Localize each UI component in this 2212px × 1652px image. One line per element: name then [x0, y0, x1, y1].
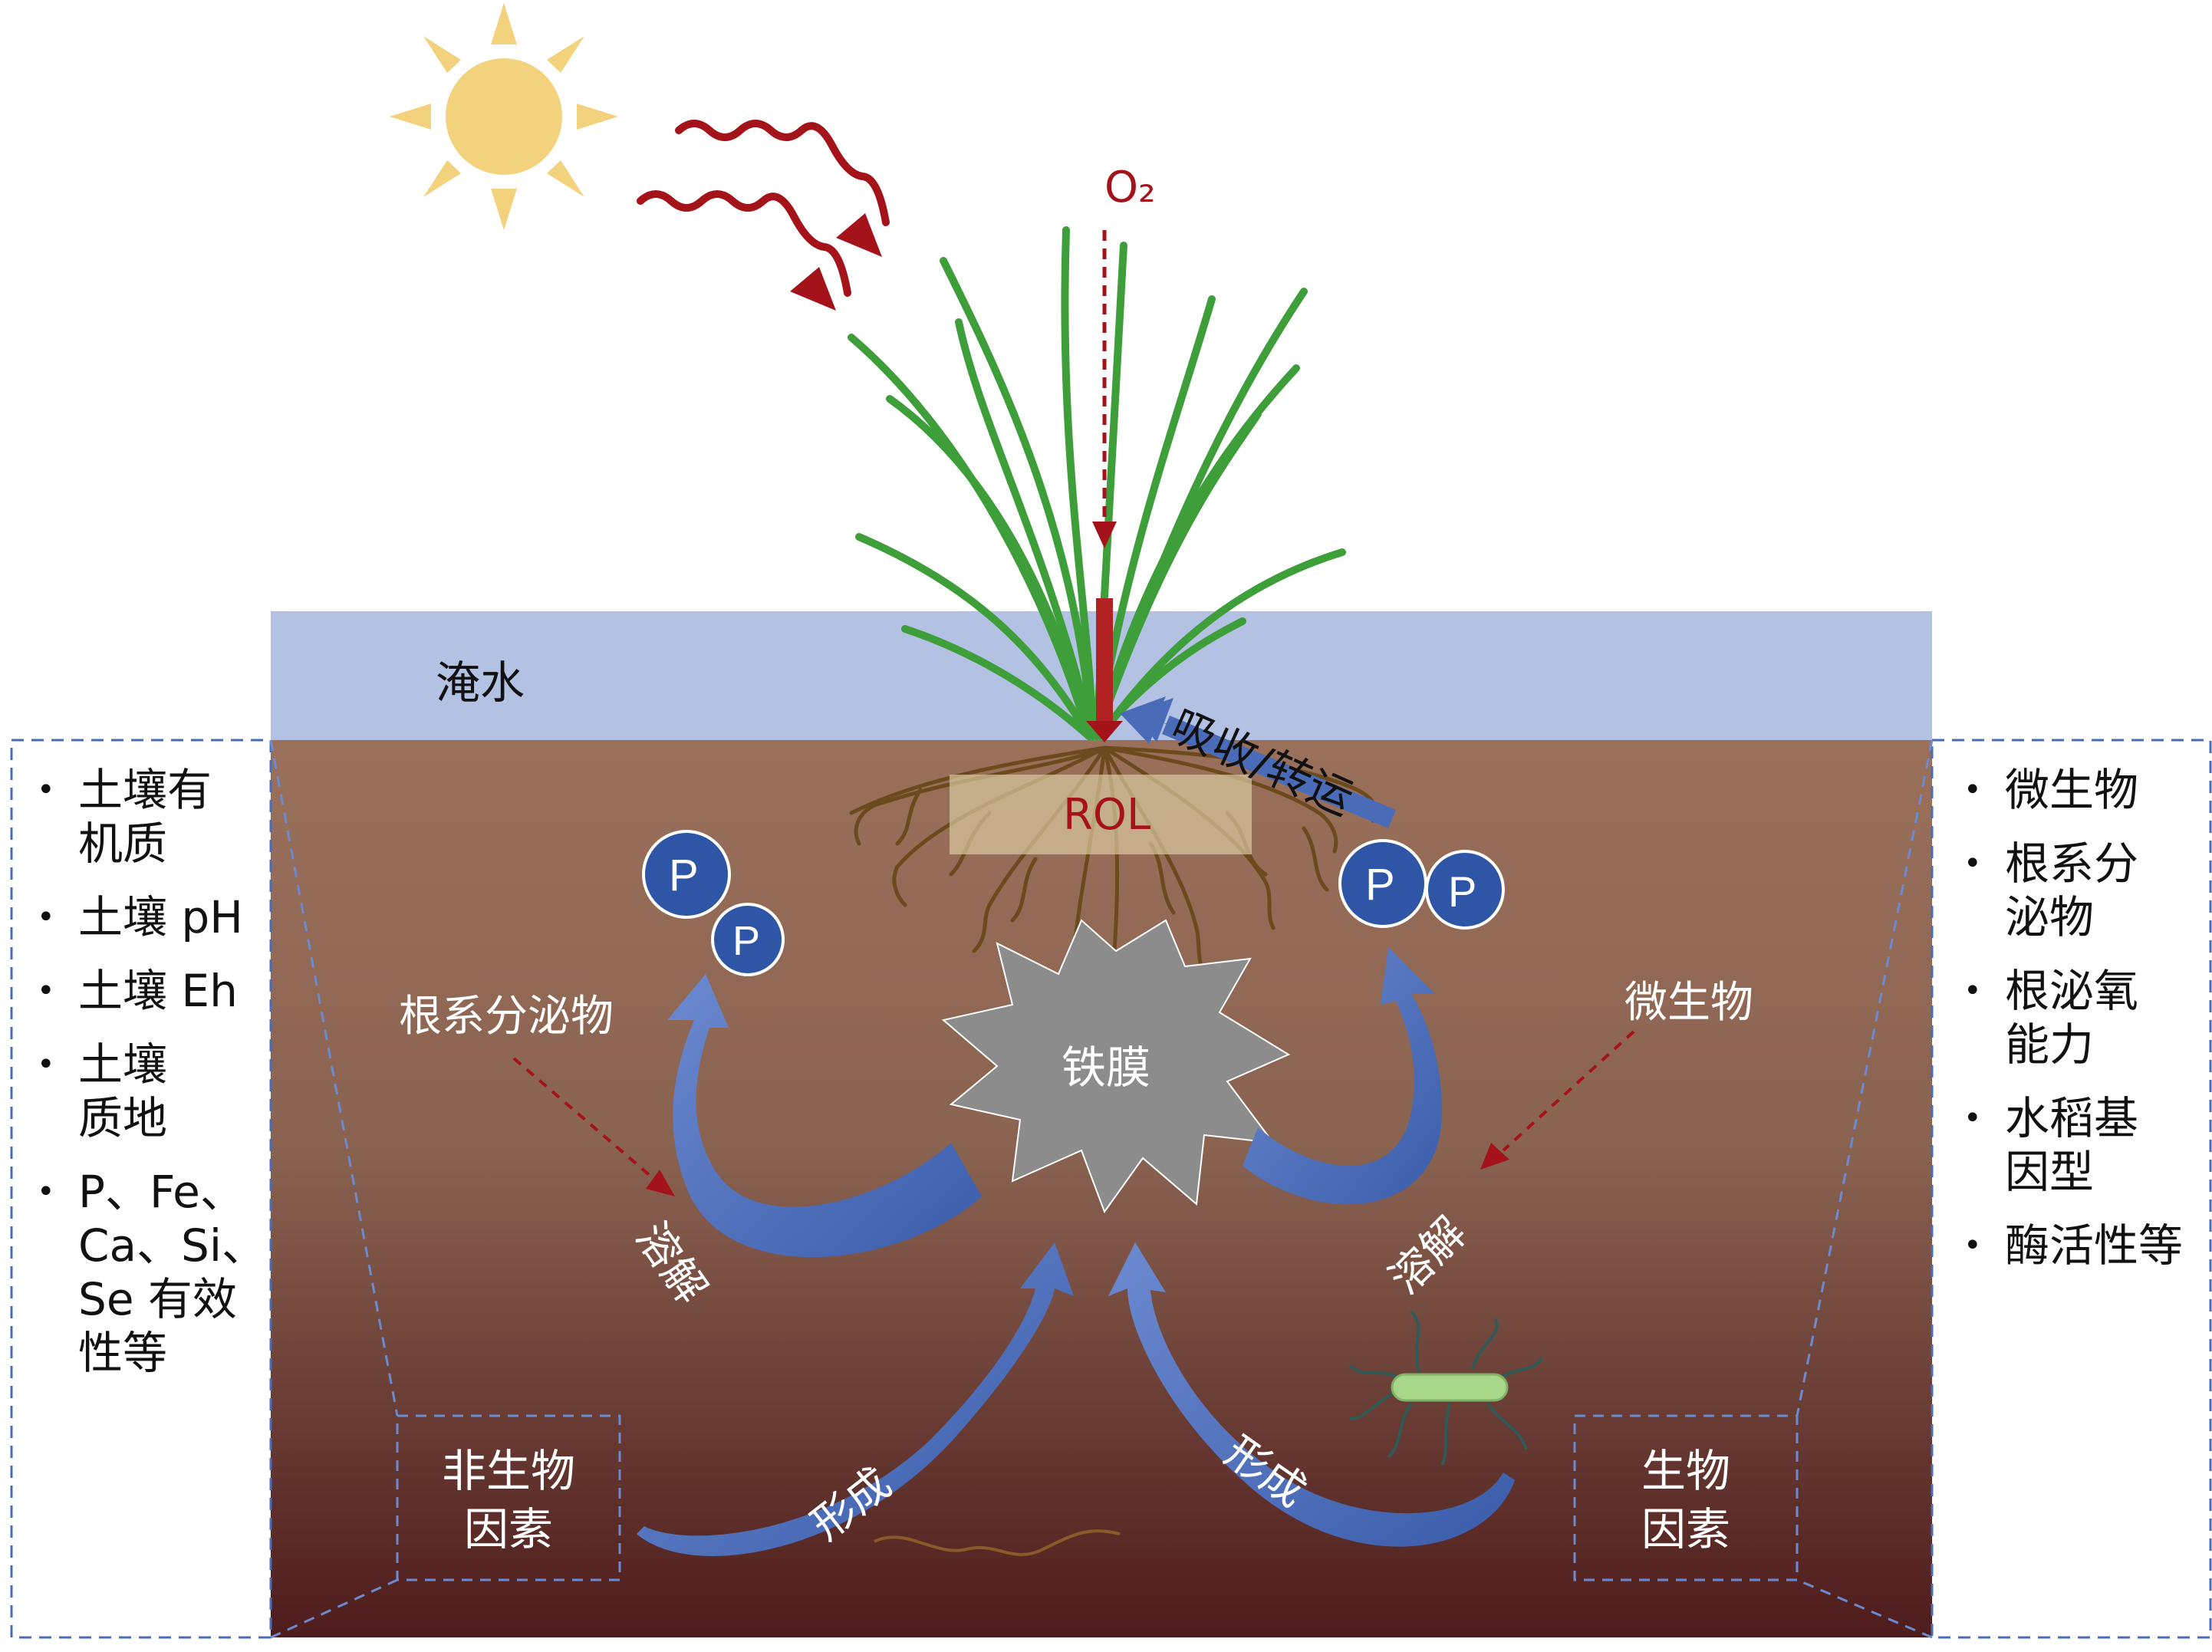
form-arrow-right [1108, 1242, 1515, 1547]
uptake-arrow-shaft [1161, 716, 1397, 828]
phosphate-label: P [732, 918, 761, 964]
microbes-label: 微生物 [1624, 978, 1753, 1028]
phosphate-molecule-left [642, 830, 785, 976]
uptake-arrowhead [1134, 698, 1173, 742]
rice-stem [1096, 598, 1113, 721]
exudate-effect-arrow [512, 1057, 653, 1179]
worm-icon [874, 1529, 1121, 1557]
list-item: 根系分 泌物 [1963, 837, 2209, 944]
radiation-arrow [637, 120, 890, 297]
microbe-effect-arrow [1502, 1030, 1635, 1152]
phosphate-label: P [669, 851, 699, 900]
bacterium-icon [1348, 1310, 1543, 1466]
rol-zone [950, 775, 1252, 854]
root-exudates-label: 根系分泌物 [399, 992, 614, 1042]
sun-icon [390, 3, 618, 230]
exudate-effect-arrowhead [646, 1170, 675, 1196]
phosphate-label: P [1365, 860, 1395, 910]
iron-plaque-icon [941, 919, 1291, 1214]
dissolve-arrow-left [667, 974, 982, 1258]
oxygen-arrowhead [1092, 522, 1117, 548]
flooding-label: 淹水 [436, 657, 525, 709]
microbe-effect-arrowhead [1480, 1143, 1509, 1170]
phosphate-molecule-right [1338, 839, 1505, 930]
oxygen-label: O₂ [1104, 163, 1156, 212]
dissolve-arrow-right [1243, 947, 1442, 1205]
list-item: 根泌氧 能力 [1963, 964, 2209, 1071]
right-factor-panel [1931, 739, 2212, 1639]
list-item: 酶活性等 [1963, 1219, 2209, 1272]
biotic-factor-list: 微生物 根系分 泌物 根泌氧 能力 水稻基 因型 酶活性等 [1963, 763, 2209, 1292]
list-item: P、Fe、 Ca、Si、 Se 有效 性等 [37, 1165, 267, 1380]
rol-label: ROL [1063, 790, 1151, 840]
abiotic-factor-label: 非生物 因素 [441, 1445, 575, 1555]
list-item: 土壤有 机质 [37, 763, 267, 870]
iron-plaque-label: 铁膜 [1062, 1042, 1151, 1094]
connector-lines [269, 739, 1934, 1639]
radiation-arrowhead [836, 213, 882, 257]
radiation-arrowhead [790, 267, 836, 311]
left-factor-panel [10, 739, 272, 1639]
stem-arrowhead [1086, 721, 1123, 742]
list-item: 微生物 [1963, 763, 2209, 817]
biotic-factor-box [1573, 1414, 1799, 1581]
list-item: 土壤 Eh [37, 964, 267, 1018]
form-arrow-left [637, 1242, 1074, 1556]
phosphate-label: P [1448, 867, 1477, 916]
list-item: 土壤 质地 [37, 1038, 267, 1145]
soil-factor-list: 土壤有 机质 土壤 pH 土壤 Eh 土壤 质地 P、Fe、 Ca、Si、 Se… [37, 763, 267, 1400]
list-item: 土壤 pH [37, 890, 267, 944]
list-item: 水稻基 因型 [1963, 1091, 2209, 1199]
abiotic-factor-box [396, 1414, 621, 1581]
biotic-factor-label: 生物 因素 [1641, 1445, 1730, 1555]
